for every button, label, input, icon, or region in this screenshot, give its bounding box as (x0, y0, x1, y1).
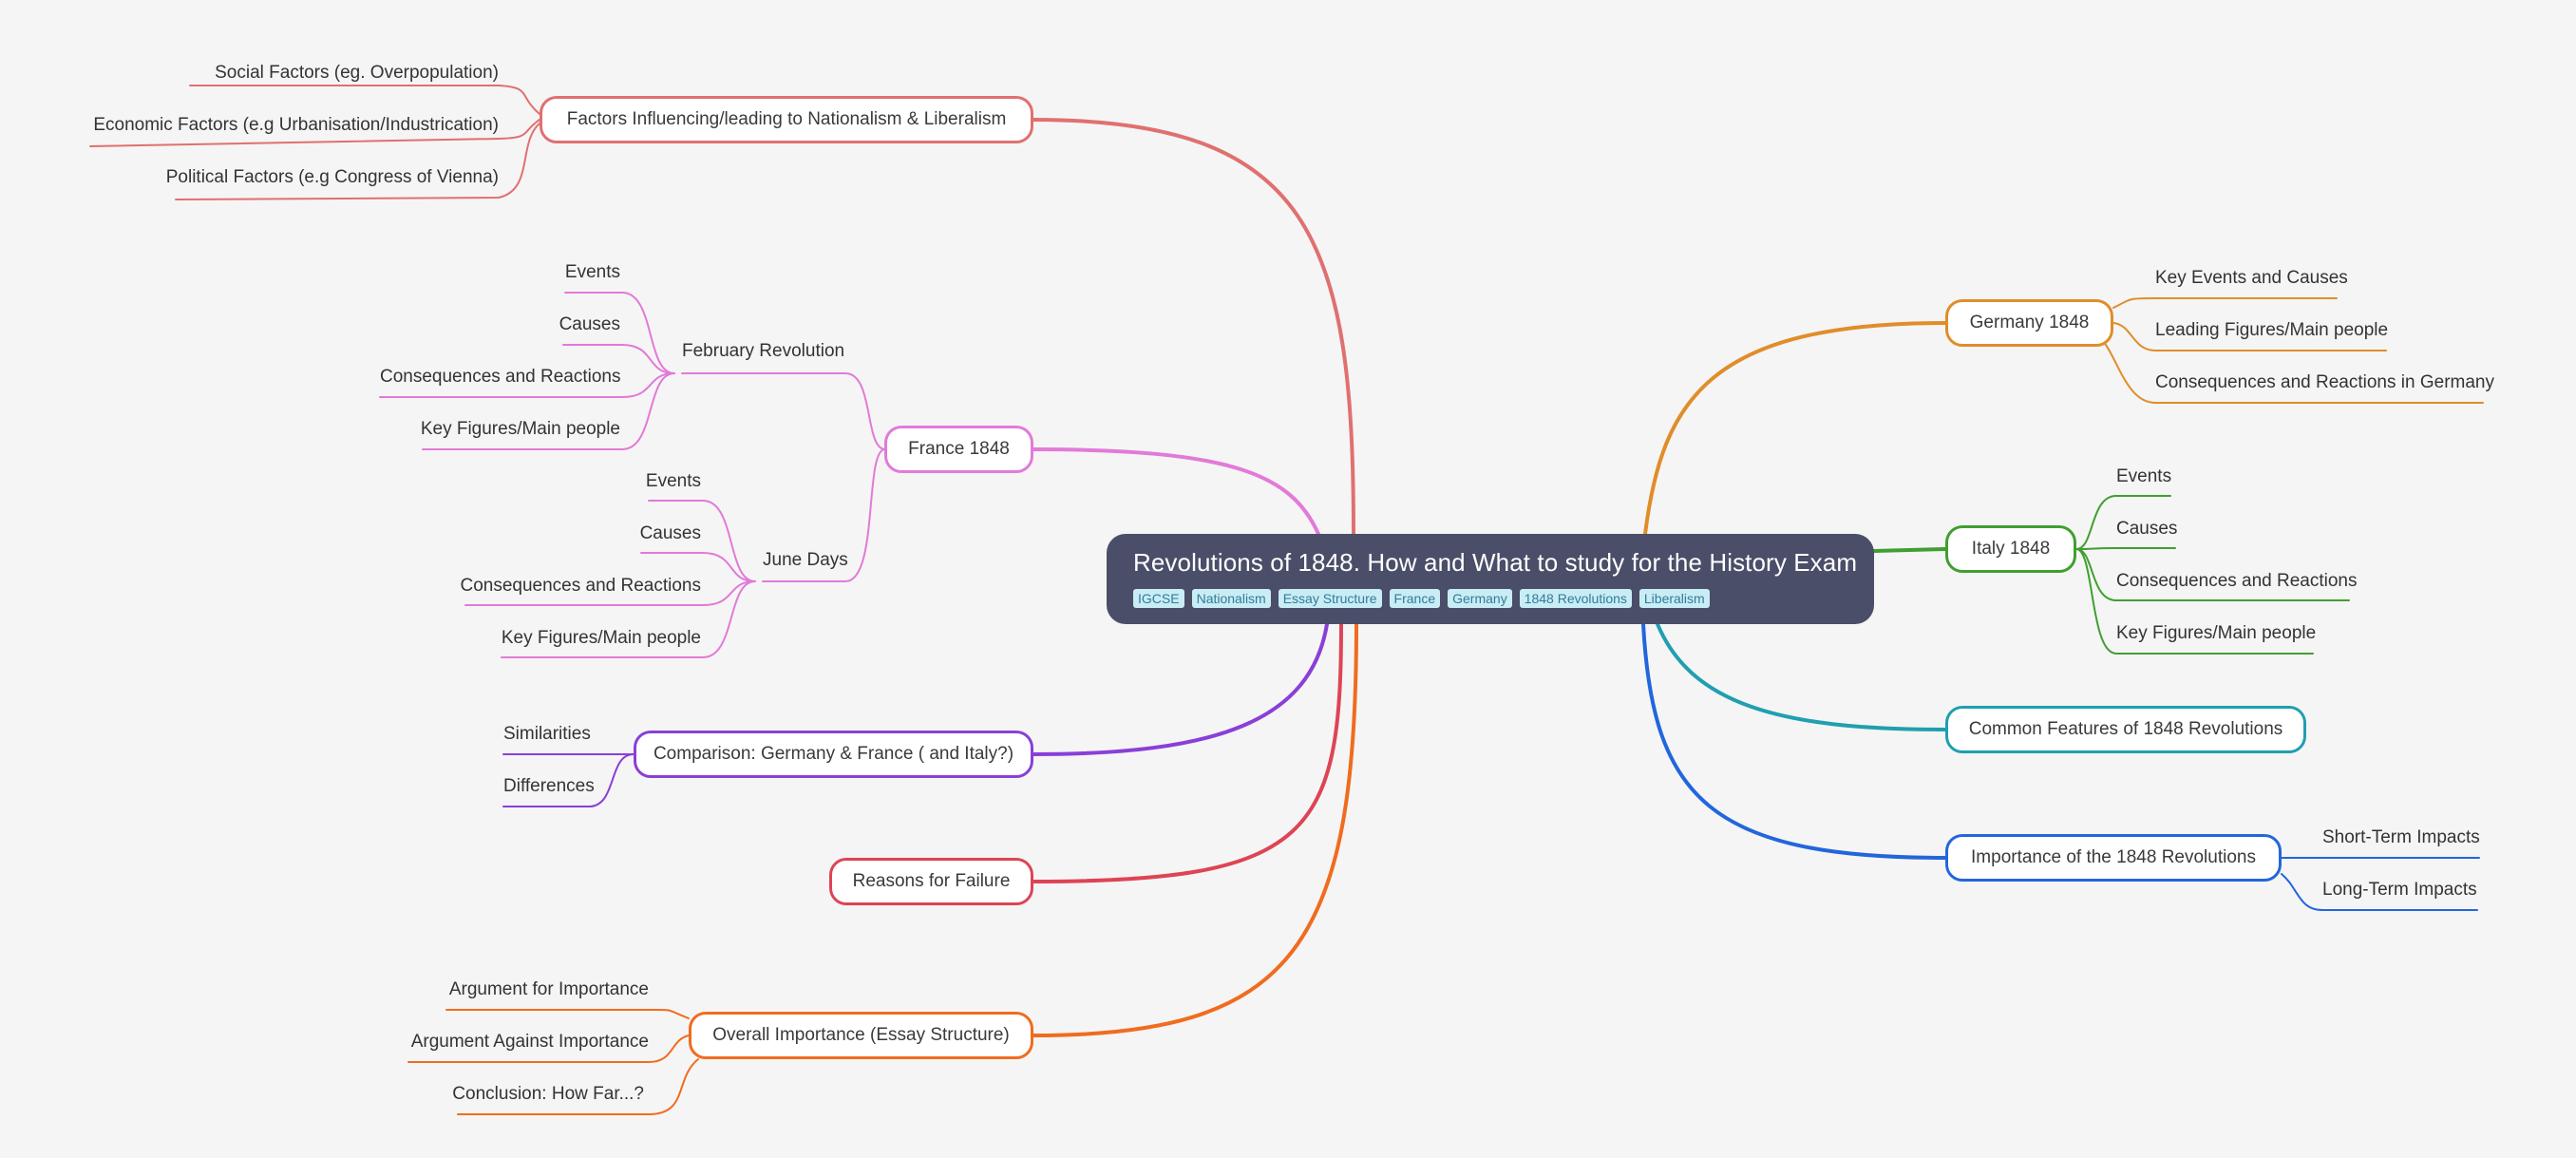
topic-france-1848[interactable]: France 1848 (884, 426, 1033, 473)
topic-reasons-for-failure[interactable]: Reasons for Failure (829, 858, 1033, 905)
subtopic-economic-factors[interactable]: Economic Factors (e.g Urbanisation/Indus… (93, 115, 499, 135)
connector-sub (2075, 548, 2350, 601)
subtopic-argument-for[interactable]: Argument for Importance (448, 979, 649, 999)
tag[interactable]: 1848 Revolutions (1519, 589, 1632, 608)
subtopic-argument-against[interactable]: Argument Against Importance (410, 1032, 649, 1052)
subtopic-june-key-figures[interactable]: Key Figures/Main people (501, 628, 701, 648)
topic-germany-1848[interactable]: Germany 1848 (1945, 299, 2113, 347)
subtopic-june-events[interactable]: Events (645, 471, 701, 491)
tag-list: IGCSE Nationalism Essay Structure France… (1133, 589, 1847, 608)
subtopic-italy-key-figures[interactable]: Key Figures/Main people (2116, 623, 2317, 643)
topic-importance[interactable]: Importance of the 1848 Revolutions (1945, 834, 2282, 882)
subtopic-similarities[interactable]: Similarities (503, 724, 591, 744)
connector-sub (2112, 322, 2387, 351)
central-topic-title: Revolutions of 1848. How and What to stu… (1133, 548, 1858, 577)
connector-importance (1641, 622, 1947, 860)
subtopic-june-causes[interactable]: Causes (639, 523, 701, 543)
subtopic-feb-causes[interactable]: Causes (559, 314, 620, 334)
subtopic-june-consequences[interactable]: Consequences and Reactions (460, 576, 701, 596)
connector-comparison (1032, 622, 1329, 756)
subtopic-differences[interactable]: Differences (503, 776, 595, 796)
subtopic-long-term-impacts[interactable]: Long-Term Impacts (2322, 880, 2477, 900)
connector-sub (2103, 341, 2484, 404)
tag[interactable]: Liberalism (1638, 589, 1710, 608)
connector-sub (564, 292, 675, 374)
subtopic-political-factors[interactable]: Political Factors (e.g Congress of Vienn… (165, 167, 499, 187)
topic-italy-1848[interactable]: Italy 1848 (1945, 525, 2076, 573)
topic-comparison[interactable]: Comparison: Germany & France ( and Italy… (634, 731, 1033, 778)
connector-failure (1032, 622, 1343, 883)
topic-overall-importance[interactable]: Overall Importance (Essay Structure) (689, 1012, 1033, 1059)
connector-factors (1032, 118, 1355, 536)
connector-sub (2112, 297, 2338, 309)
subtopic-feb-consequences[interactable]: Consequences and Reactions (380, 367, 621, 387)
connector-sub (379, 372, 675, 398)
subtopic-february-revolution[interactable]: February Revolution (682, 341, 845, 361)
connector-sub (562, 344, 675, 374)
connector-sub (407, 1035, 690, 1063)
subtopic-germany-key-events[interactable]: Key Events and Causes (2155, 268, 2348, 288)
subtopic-short-term-impacts[interactable]: Short-Term Impacts (2322, 827, 2480, 847)
connector-sub (464, 580, 756, 606)
connector-sub (457, 1058, 699, 1115)
subtopic-italy-consequences[interactable]: Consequences and Reactions (2116, 571, 2358, 591)
subtopic-germany-leading-figures[interactable]: Leading Figures/Main people (2155, 320, 2389, 340)
subtopic-germany-consequences[interactable]: Consequences and Reactions in Germany (2155, 372, 2494, 392)
tag[interactable]: Essay Structure (1278, 589, 1382, 608)
connector-italy (1872, 547, 1947, 553)
connector-sub (640, 552, 756, 582)
connector-germany (1643, 321, 1947, 536)
tag[interactable]: France (1389, 589, 1441, 608)
subtopic-italy-causes[interactable]: Causes (2116, 519, 2178, 539)
connector-sub (175, 123, 540, 200)
connector-common (1656, 622, 1947, 731)
subtopic-feb-key-figures[interactable]: Key Figures/Main people (420, 419, 620, 439)
connector-sub (89, 119, 540, 147)
subtopic-social-factors[interactable]: Social Factors (eg. Overpopulation) (215, 63, 499, 83)
tag[interactable]: IGCSE (1133, 589, 1184, 608)
connector-overall (1032, 622, 1358, 1037)
subtopic-italy-events[interactable]: Events (2116, 466, 2172, 486)
central-topic[interactable]: Revolutions of 1848. How and What to stu… (1107, 534, 1874, 624)
connector-sub (422, 372, 675, 450)
connector-sub (502, 753, 635, 807)
connector-sub (2075, 495, 2171, 550)
subtopic-conclusion[interactable]: Conclusion: How Far...? (452, 1084, 644, 1104)
connector-sub (762, 448, 885, 582)
connector-sub (189, 85, 540, 115)
topic-common-features[interactable]: Common Features of 1848 Revolutions (1945, 706, 2306, 753)
topic-factors[interactable]: Factors Influencing/leading to Nationali… (540, 96, 1033, 143)
connector-sub (681, 372, 885, 450)
connector-sub (2075, 548, 2314, 655)
subtopic-june-days[interactable]: June Days (763, 550, 848, 570)
connector-france (1032, 447, 1320, 536)
tag[interactable]: Germany (1448, 589, 1512, 608)
connector-sub (2281, 873, 2478, 911)
subtopic-feb-events[interactable]: Events (564, 262, 620, 282)
tag[interactable]: Nationalism (1191, 589, 1271, 608)
connector-sub (648, 500, 756, 582)
connector-sub (501, 580, 756, 658)
connector-sub (2075, 547, 2176, 550)
connector-sub (445, 1008, 690, 1019)
